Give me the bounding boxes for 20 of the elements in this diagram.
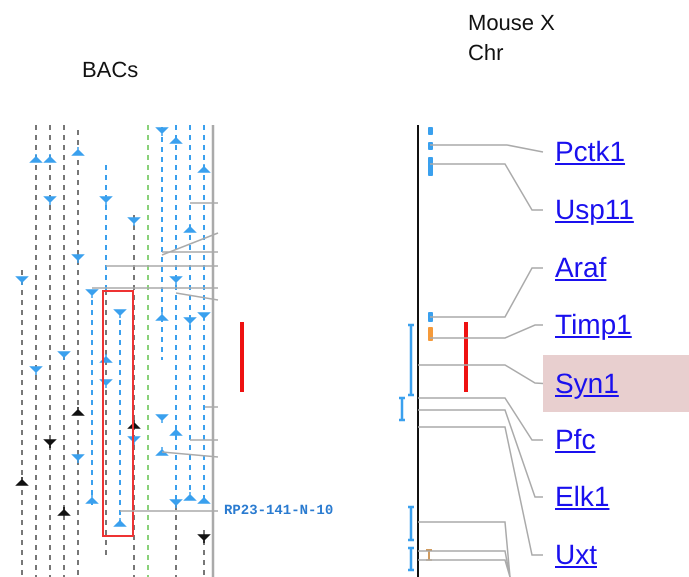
heading: Mouse X Chr xyxy=(468,9,556,67)
leader-line xyxy=(430,163,543,211)
gene-link: Usp11 xyxy=(543,190,634,230)
highlighted-gene-link: Syn1 xyxy=(543,355,689,412)
leader-line xyxy=(120,510,218,512)
gene-link: Elk1 xyxy=(543,477,610,517)
leader-line xyxy=(418,409,543,498)
heading: BACs xyxy=(82,56,138,84)
clone-name: RP23-141-N-10 xyxy=(218,502,334,520)
leader-line xyxy=(418,397,543,441)
leader-line xyxy=(418,364,544,384)
gene-link: Uxt xyxy=(543,535,597,575)
leader-line xyxy=(430,324,543,339)
leader-line xyxy=(430,144,544,153)
gene-link: Araf xyxy=(543,248,606,288)
gene-link: Pctk1 xyxy=(543,132,626,172)
gene-link: Pfc xyxy=(543,420,596,460)
leader-line xyxy=(430,267,543,318)
leader-line xyxy=(418,426,543,556)
gene-link: Timp1 xyxy=(543,305,632,345)
